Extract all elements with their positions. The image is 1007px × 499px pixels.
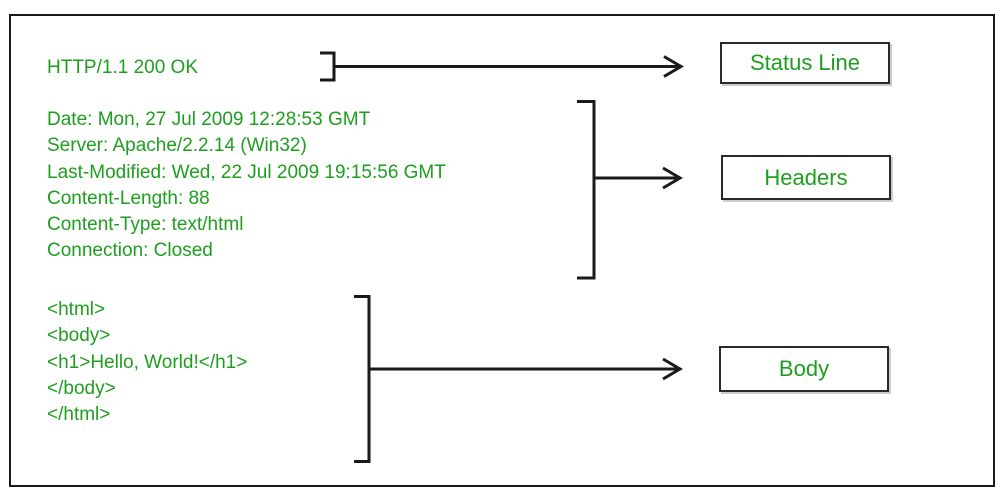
body-line-html-close: </html> <box>47 404 111 426</box>
header-line-connection: Connection: Closed <box>47 240 213 262</box>
header-line-date: Date: Mon, 27 Jul 2009 12:28:53 GMT <box>47 109 371 130</box>
body-line-body-open: <body> <box>47 325 111 347</box>
body-line-html-open: <html> <box>47 299 106 320</box>
diagram-outer-frame <box>9 14 995 487</box>
status-line-text: HTTP/1.1 200 OK <box>47 57 199 78</box>
header-line-content-length: Content-Length: 88 <box>47 187 210 209</box>
headers-block: Date: Mon, 27 Jul 2009 12:28:53 GMT Serv… <box>47 107 446 265</box>
status-line-label-box: Status Line <box>720 42 890 84</box>
body-line-h1: <h1>Hello, World!</h1> <box>47 351 248 373</box>
body-label-box: Body <box>719 346 889 392</box>
body-line-body-close: </body> <box>47 377 116 399</box>
headers-label: Headers <box>764 164 848 190</box>
header-line-content-type: Content-Type: text/html <box>47 214 244 236</box>
body-label: Body <box>778 356 830 381</box>
headers-label-box: Headers <box>721 155 891 200</box>
status-line-label: Status Line <box>749 50 861 75</box>
body-block: <html> <body> <h1>Hello, World!</h1> </b… <box>47 297 247 428</box>
header-line-last-modified: Last-Modified: Wed, 22 Jul 2009 19:15:56… <box>47 161 446 183</box>
header-line-server: Server: Apache/2.2.14 (Win32) <box>47 135 307 157</box>
